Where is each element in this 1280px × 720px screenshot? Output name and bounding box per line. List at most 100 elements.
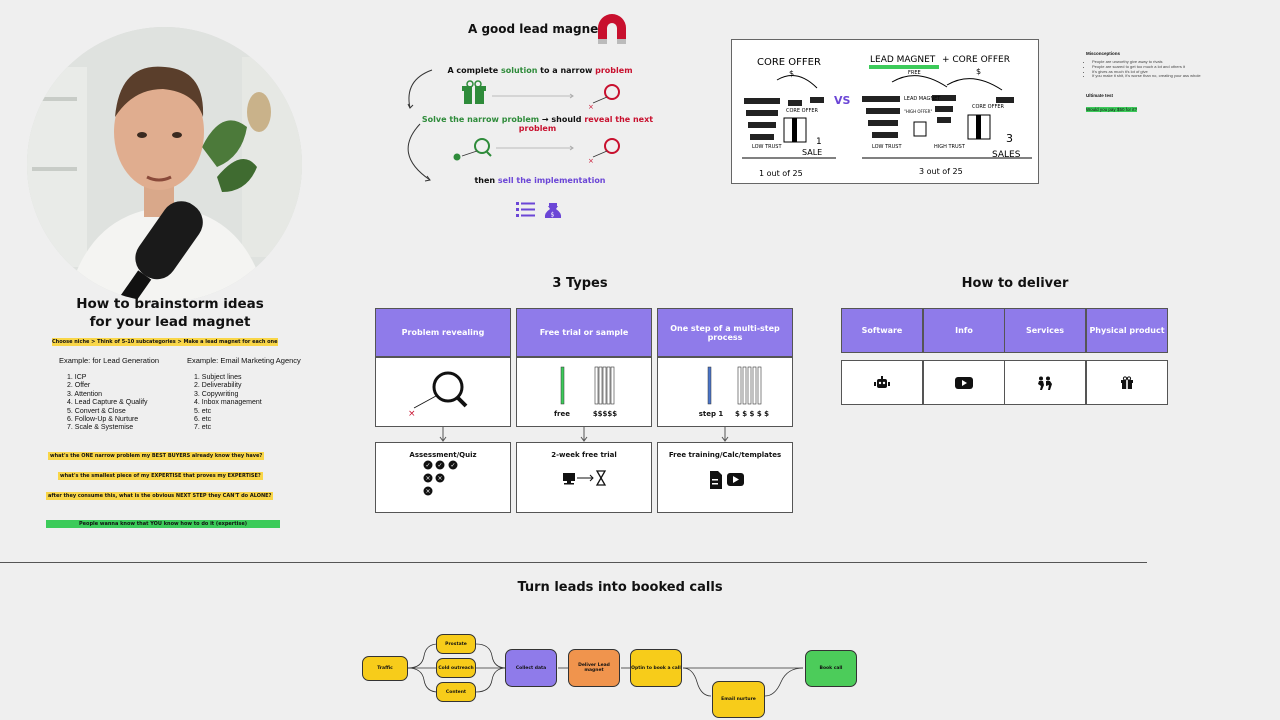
type-visual-free-trial: free $$$$$ bbox=[516, 357, 652, 427]
deliver-cell-physical bbox=[1086, 360, 1168, 405]
svg-text:✓: ✓ bbox=[425, 462, 430, 469]
right-title-a: LEAD MAGNET bbox=[870, 55, 936, 65]
example-2-item: 7. etc bbox=[194, 424, 212, 432]
deliver-cell-info bbox=[923, 360, 1005, 405]
left-caption: 1 out of 25 bbox=[759, 169, 803, 178]
step-bars bbox=[707, 366, 762, 405]
right-three: 3 bbox=[1006, 132, 1013, 145]
free-training-label: Free training/Calc/templates bbox=[668, 451, 782, 459]
flow-node-book-call: Book call bbox=[805, 650, 857, 687]
type-visual-multi-step: step 1 $ $ $ $ $ bbox=[657, 357, 793, 427]
example-1-item: 3. Attention bbox=[67, 390, 103, 398]
type-head-multi-step: One step of a multi-step process bbox=[657, 308, 793, 357]
example-1-item: 1. ICP bbox=[67, 374, 87, 381]
line3-then: then bbox=[474, 176, 498, 185]
deliver-cell-software bbox=[841, 360, 923, 405]
comparison-drawing: CORE OFFER $ CORE OFFER LOW TRUST 1 SALE… bbox=[742, 55, 1032, 178]
svg-text:×: × bbox=[425, 488, 430, 495]
magnifier-green-icon bbox=[453, 138, 492, 161]
curve-arrow-bottom bbox=[407, 123, 431, 181]
brainstorm-title-line2: for your lead magnet bbox=[89, 314, 251, 330]
core-offer-vs-lead-magnet-sketch: CORE OFFER $ CORE OFFER LOW TRUST 1 SALE… bbox=[731, 39, 1039, 184]
question-3: after they consume this, what is the obv… bbox=[46, 492, 274, 500]
line1-text-c: to a narrow bbox=[537, 66, 596, 75]
line1-text-a: A complete bbox=[447, 66, 501, 75]
type-head-free-trial: Free trial or sample bbox=[516, 308, 652, 357]
flow-node-optin: Optin to book a call bbox=[630, 649, 682, 687]
flow-node-email-nurture: Email nurture bbox=[712, 681, 765, 718]
presenter-illustration bbox=[27, 27, 302, 302]
free-vs-paid-bars bbox=[560, 366, 615, 405]
type-connectors bbox=[439, 427, 729, 442]
computer-to-hourglass-icon bbox=[563, 470, 607, 486]
right-high-trust: HIGH TRUST bbox=[934, 144, 966, 150]
left-one: 1 bbox=[816, 137, 822, 147]
lead-magnet-diagram: × × bbox=[407, 69, 620, 182]
flow-title: Turn leads into booked calls bbox=[517, 580, 723, 595]
type-visual-problem: × bbox=[375, 357, 511, 427]
misconception-item: People are unworthy give away to rivals bbox=[1092, 59, 1266, 65]
svg-text:×: × bbox=[588, 103, 594, 111]
example-2-item: 6. etc bbox=[194, 416, 212, 424]
misconception-item: If you make it shit, it's worse than no,… bbox=[1092, 74, 1266, 79]
svg-text:✓: ✓ bbox=[450, 462, 455, 469]
right-title-b: + CORE OFFER bbox=[942, 55, 1010, 65]
svg-text:$: $ bbox=[551, 212, 555, 219]
question-1: what's the ONE narrow problem my BEST BU… bbox=[48, 452, 265, 460]
right-lead-magnet-label: LEAD MAGNET bbox=[904, 96, 941, 102]
misconceptions-title: Misconceptions bbox=[1086, 51, 1121, 56]
svg-text:✓: ✓ bbox=[437, 462, 442, 469]
line1-solution: solution bbox=[500, 66, 538, 75]
deliver-cell-services bbox=[1004, 360, 1086, 405]
magnifier-red-icon-1: × bbox=[588, 84, 620, 111]
free-label: free bbox=[554, 410, 570, 418]
line1-problem: problem bbox=[595, 66, 633, 75]
line2-reveal: reveal the next problem bbox=[518, 115, 654, 133]
lead-magnet-line-3: then sell the implementation bbox=[440, 176, 640, 185]
deliver-head-services: Services bbox=[1004, 308, 1086, 353]
vs-label: VS bbox=[834, 94, 851, 107]
type-example-quiz: Assessment/Quiz ✓✓✓ ××× bbox=[375, 442, 511, 513]
type-example-trial: 2-week free trial bbox=[516, 442, 652, 513]
deliver-head-info: Info bbox=[923, 308, 1005, 353]
flow-node-content: Content bbox=[436, 682, 476, 702]
gift-icon bbox=[462, 80, 486, 104]
quiz-icon: ✓✓✓ ××× bbox=[423, 460, 458, 496]
svg-text:$: $ bbox=[976, 67, 981, 76]
svg-text:×: × bbox=[437, 475, 442, 482]
flow-connectors bbox=[407, 643, 804, 697]
expertise-note: People wanna know that YOU know how to d… bbox=[46, 520, 280, 528]
money-bag-icon: $ bbox=[544, 203, 562, 219]
example-1-item: 7. Scale & Systemise bbox=[67, 424, 134, 432]
left-core-offer-label: CORE OFFER bbox=[786, 108, 818, 114]
notes-panel: Misconceptions People are unworthy give … bbox=[1086, 51, 1266, 116]
paid-steps-label: $ $ $ $ $ bbox=[734, 410, 770, 418]
example-1-title: Example: for Lead Generation bbox=[59, 356, 160, 365]
high-offer-label: "HIGH OFFER" bbox=[904, 109, 932, 114]
misconception-item: People are scared to get too much a lot … bbox=[1092, 64, 1266, 70]
list-icon bbox=[516, 202, 535, 217]
right-sales: SALES bbox=[992, 150, 1021, 160]
right-low-trust: LOW TRUST bbox=[872, 144, 902, 150]
flow-node-cold-outreach: Cold outreach bbox=[436, 658, 476, 678]
example-2-title: Example: Email Marketing Agency bbox=[187, 356, 301, 365]
robot-icon bbox=[874, 375, 890, 388]
left-sale: SALE bbox=[802, 148, 822, 157]
right-crowd bbox=[862, 95, 1014, 138]
line2-should: → should bbox=[539, 115, 585, 124]
example-2-item: 1. Subject lines bbox=[194, 374, 242, 381]
brainstorm-instruction: Choose niche > Think of 5-10 subcategori… bbox=[52, 338, 278, 346]
deliver-title: How to deliver bbox=[961, 276, 1069, 291]
ultimate-test-value: Would you pay $50 for it? bbox=[1086, 107, 1137, 113]
section-divider bbox=[0, 562, 1147, 563]
lead-magnet-title: A good lead magnet bbox=[468, 22, 605, 36]
types-title: 3 Types bbox=[552, 276, 608, 291]
svg-text:$: $ bbox=[789, 69, 794, 78]
assessment-quiz-label: Assessment/Quiz bbox=[409, 451, 477, 459]
example-1-item: 6. Follow-Up & Nurture bbox=[67, 416, 139, 424]
deliver-head-physical: Physical product bbox=[1086, 308, 1168, 353]
example-2-item: 5. etc bbox=[194, 407, 212, 415]
misconceptions-list: People are unworthy give away to rivalsP… bbox=[1092, 59, 1266, 79]
